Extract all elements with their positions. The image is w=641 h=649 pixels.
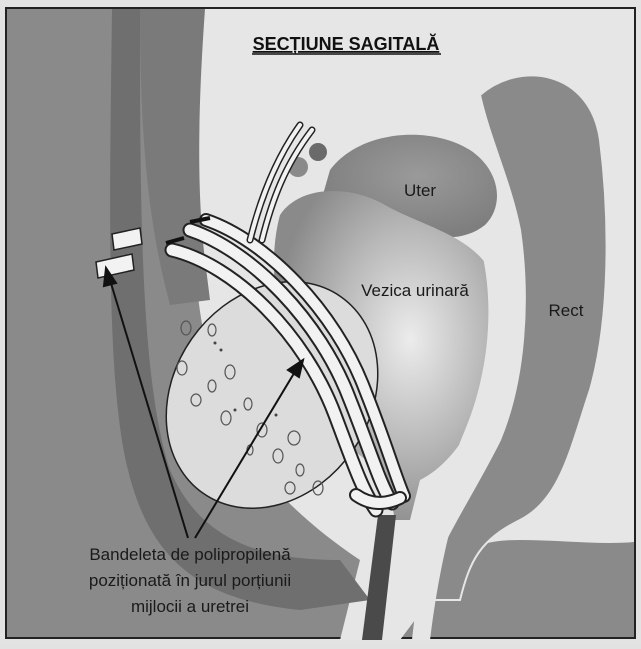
diagram-title: SECȚIUNE SAGITALĂ <box>253 33 440 54</box>
label-uterus: Uter <box>404 181 436 200</box>
label-rectum: Rect <box>549 301 584 320</box>
label-bladder: Vezica urinară <box>361 281 469 300</box>
caption-line-2: poziționată în jurul porțiunii <box>89 571 291 590</box>
caption-line-1: Bandeleta de polipropilenă <box>89 545 291 564</box>
vessel-circle-2 <box>309 143 327 161</box>
caption-line-3: mijlocii a uretrei <box>131 597 249 616</box>
